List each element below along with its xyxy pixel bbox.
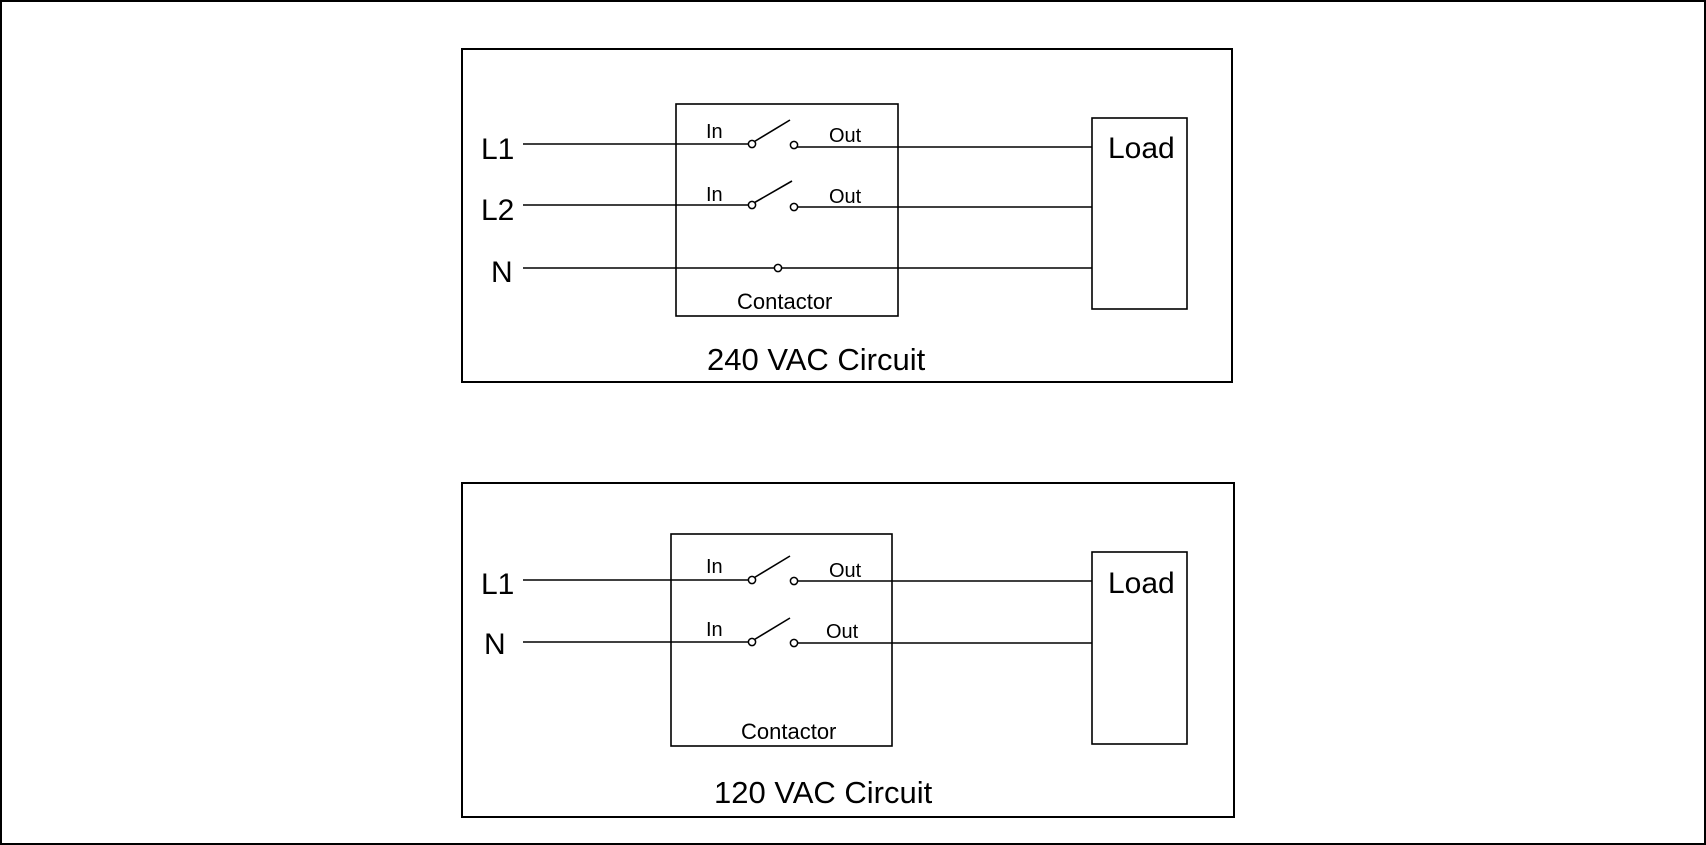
switch-blade — [751, 119, 791, 144]
line-l1: L1 In Out — [481, 119, 1092, 166]
load-label: Load — [1108, 132, 1175, 165]
circuit-title: 120 VAC Circuit — [714, 775, 933, 810]
out-terminal — [789, 638, 799, 648]
line-n: N In Out — [484, 617, 1092, 661]
out-label: Out — [829, 560, 862, 582]
switch-blade — [751, 180, 793, 205]
line-label: N — [491, 256, 513, 289]
circuit-frame — [461, 48, 1233, 383]
in-terminal — [747, 139, 757, 149]
circuit-title: 240 VAC Circuit — [707, 342, 926, 377]
switch-blade — [751, 617, 791, 642]
out-label: Out — [829, 125, 862, 147]
in-label: In — [706, 556, 723, 578]
line-label: L2 — [481, 194, 514, 227]
out-terminal — [789, 576, 799, 586]
line-n: N — [491, 256, 1092, 289]
switch-blade — [751, 555, 791, 580]
in-label: In — [706, 184, 723, 206]
in-terminal — [747, 200, 757, 210]
circuit-frame — [461, 482, 1235, 818]
out-label: Out — [829, 186, 862, 208]
contactor-label: Contactor — [737, 289, 832, 314]
in-label: In — [706, 121, 723, 143]
line-l1: L1 In Out — [481, 555, 1092, 601]
circuit-120vac: Contactor Load L1 In Out N In Out 120 VA… — [461, 482, 1235, 818]
pass-through-terminal — [773, 263, 783, 273]
load-label: Load — [1108, 567, 1175, 600]
out-label: Out — [826, 621, 859, 643]
in-terminal — [747, 637, 757, 647]
contactor-label: Contactor — [741, 719, 836, 744]
contactor-box — [670, 533, 893, 747]
line-label: L1 — [481, 133, 514, 166]
in-terminal — [747, 575, 757, 585]
circuit-240vac: Contactor Load L1 In Out L2 In Out — [461, 48, 1233, 383]
line-l2: L2 In Out — [481, 180, 1092, 227]
load-box — [1091, 117, 1188, 310]
out-terminal — [789, 140, 799, 150]
in-label: In — [706, 619, 723, 641]
out-terminal — [789, 202, 799, 212]
line-label: N — [484, 628, 506, 661]
contactor-box — [675, 103, 899, 317]
line-label: L1 — [481, 568, 514, 601]
load-box — [1091, 551, 1188, 745]
